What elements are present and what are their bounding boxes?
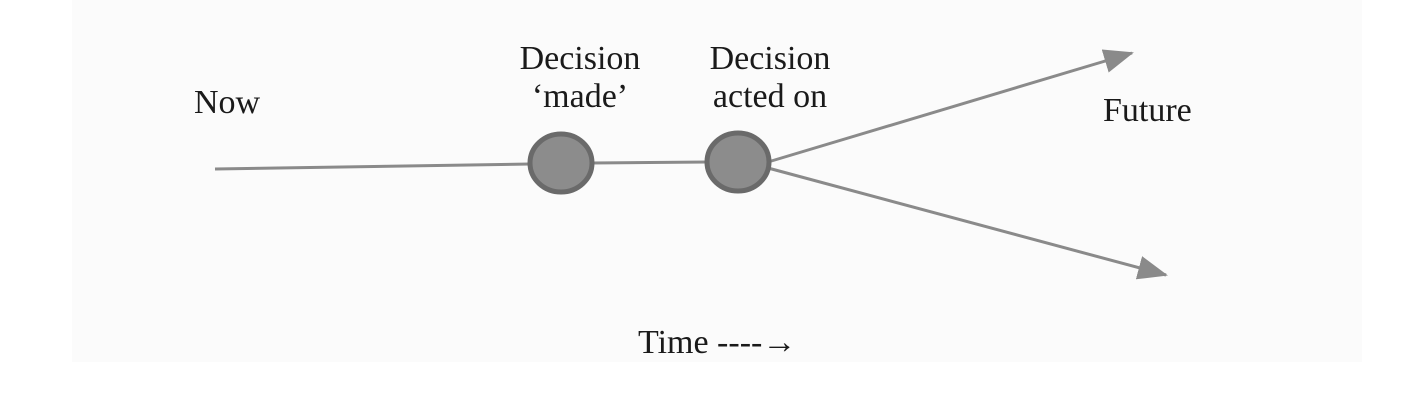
label-decision-made-line2: ‘made’ — [531, 78, 629, 115]
future-arrow-lower — [767, 166, 1168, 280]
label-decision-acted-line2: acted on — [712, 78, 828, 115]
node-decision-acted-on — [704, 130, 772, 194]
label-decision-made-line1: Decision — [519, 40, 641, 77]
timeline-segment-now-to-decision — [214, 162, 531, 171]
future-arrow-upper — [767, 49, 1134, 164]
label-decision-acted-on: Decision acted on — [680, 40, 860, 116]
label-decision-made: Decision ‘made’ — [490, 40, 670, 116]
label-decision-acted-line1: Decision — [709, 40, 831, 77]
label-now: Now — [194, 84, 261, 121]
node-decision-made — [527, 131, 595, 195]
label-time-axis: Time ----→ — [638, 324, 797, 361]
label-future: Future — [1103, 92, 1192, 129]
timeline-segment-between-decisions — [591, 160, 709, 165]
